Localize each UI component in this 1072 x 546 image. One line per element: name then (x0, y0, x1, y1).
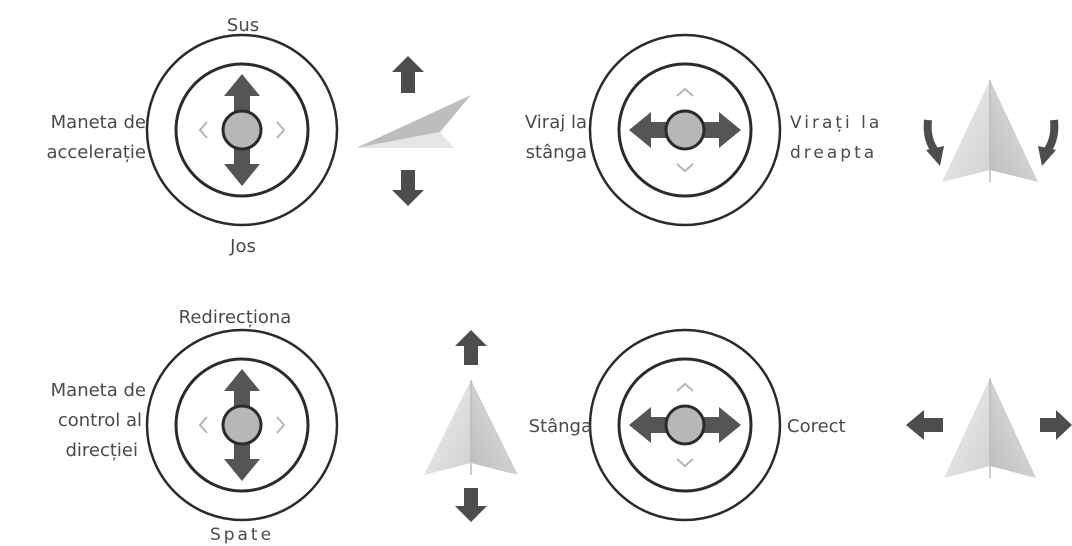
direction-joystick (145, 328, 339, 522)
stick-knob (221, 109, 263, 151)
forward-arrow-icon (455, 330, 487, 365)
side-chevron-icons (198, 121, 286, 139)
rotate-left-icon (923, 119, 944, 166)
plane-top-view-icon (942, 80, 1038, 182)
vertical-chevron-icons (676, 87, 694, 173)
backward-arrow-icon (455, 488, 487, 522)
direction-stick-name-line3: direcției (65, 440, 138, 461)
descend-arrow-icon (392, 170, 424, 206)
climb-arrow-icon (392, 56, 424, 93)
vertical-chevron-icons (676, 382, 694, 468)
roll-joystick (588, 328, 782, 522)
left-arrow-icon (906, 410, 943, 440)
yaw-right-label-line1: Virați la (790, 113, 882, 133)
stick-knob (221, 404, 263, 446)
throttle-stick-name-line2: accelerație (46, 142, 146, 163)
roll-left-label: Stânga (529, 416, 592, 437)
roll-right-label: Corect (787, 416, 846, 437)
throttle-joystick (145, 33, 339, 227)
throttle-up-label: Sus (227, 15, 259, 36)
stick-knob (664, 109, 706, 151)
direction-back-label: Spate (210, 525, 274, 545)
yaw-left-label-line2: stânga (526, 142, 587, 163)
direction-forward-label: Redirecționa (179, 307, 292, 328)
side-chevron-icons (198, 416, 286, 434)
yaw-right-label-line2: dreapta (790, 143, 877, 163)
right-arrow-icon (1040, 410, 1072, 440)
direction-stick-name-line1: Maneta de (51, 380, 146, 401)
throttle-down-label: Jos (229, 236, 256, 257)
plane-side-view-icon (356, 95, 471, 148)
stick-knob (664, 404, 706, 446)
yaw-joystick (588, 33, 782, 227)
plane-top-view-icon (944, 378, 1036, 478)
direction-stick-name-line2: control al (58, 410, 142, 431)
throttle-stick-name-line1: Maneta de (51, 112, 146, 133)
rotate-right-icon (1038, 119, 1059, 166)
plane-top-view-icon (424, 380, 518, 475)
yaw-left-label-line1: Viraj la (525, 112, 587, 133)
